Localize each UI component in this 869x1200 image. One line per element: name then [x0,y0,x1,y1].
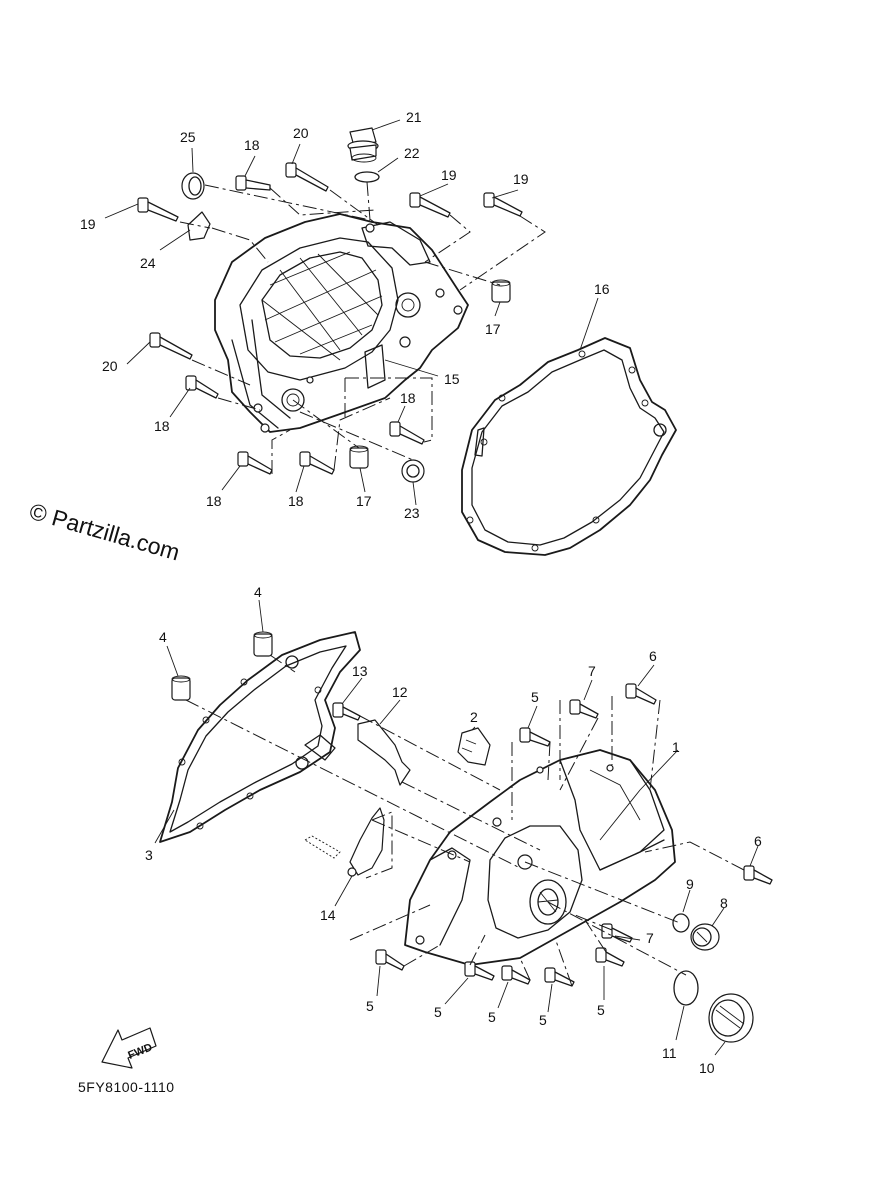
callout-10: 10 [699,1060,715,1076]
bolt-upper-18b [185,375,219,399]
callout-5-bottom-3: 5 [488,1009,496,1025]
callout-19-middle: 19 [441,167,457,183]
callout-1: 1 [672,739,680,755]
callout-5-top: 5 [531,689,539,705]
callout-12: 12 [392,684,408,700]
bolt-14-ghost [304,835,341,859]
callout-2: 2 [470,709,478,725]
bracket-14 [349,807,385,876]
bolt-lower-5d [501,965,531,985]
bolt-upper-18d [237,451,273,475]
callout-19-left: 19 [80,216,96,232]
callout-5-bottom-5: 5 [597,1002,605,1018]
bolt-lower-6a [625,683,657,705]
bracket-14-hole [347,867,357,877]
callout-14: 14 [320,907,336,923]
damper-2 [457,727,491,766]
bolt-lower-5c [464,961,495,981]
crankcase-cover-upper [214,213,469,433]
callout-23: 23 [404,505,420,521]
bolt-lower-5e [544,967,575,987]
callout-18-bottom: 18 [288,493,304,509]
callout-8: 8 [720,895,728,911]
upper-alignment-lines [179,181,546,474]
callout-leader-lines [104,119,759,1056]
bolt-upper-20a [285,162,329,192]
callout-15: 15 [444,371,460,387]
callout-21: 21 [406,109,422,125]
bolt-upper-19b [409,192,451,218]
callout-4-top: 4 [254,584,262,600]
dowel-pin-lower-top [253,631,273,657]
callout-3: 3 [145,847,153,863]
callout-18-top: 18 [244,137,260,153]
diagram-code: 5FY8100-1110 [78,1079,175,1095]
callout-22: 22 [404,145,420,161]
bolt-upper-19a [137,197,179,222]
callout-18-bottom-left: 18 [206,493,222,509]
o-ring-9 [672,913,690,933]
bolt-upper-18c [389,421,425,445]
gasket-upper [461,337,677,556]
bolt-upper-20b [149,332,193,360]
dowel-pin-upper-right [491,279,511,303]
bolt-lower-7b [601,923,633,943]
o-ring-upper [354,171,380,183]
callout-17-bottom: 17 [356,493,372,509]
callout-11: 11 [662,1045,677,1061]
bolt-lower-5a [519,727,551,747]
callout-7-right: 7 [646,930,654,946]
bolt-upper-18e [299,451,335,475]
dowel-pin-upper-bottom [349,445,369,469]
bolt-lower-7a [569,699,599,719]
dowel-pin-lower-left [171,675,191,701]
o-ring-11 [673,970,699,1006]
bolt-upper-19c [483,192,523,217]
callout-labels: 21 22 25 18 20 19 24 19 19 16 17 20 15 1… [80,109,762,1076]
forward-direction-arrow: FWD [101,1027,157,1069]
callout-25: 25 [180,129,196,145]
callout-16: 16 [594,281,610,297]
callout-24: 24 [140,255,156,271]
plug-8 [690,923,720,951]
watermark: © Partzilla.com [27,498,183,566]
oil-seal [181,172,205,200]
bracket-12 [357,719,411,786]
callout-20-top: 20 [293,125,309,141]
bolt-13 [332,702,361,721]
callout-4-left: 4 [159,629,167,645]
callout-6-top: 6 [649,648,657,664]
callout-9: 9 [686,876,694,892]
callout-18-left: 18 [154,418,170,434]
oil-filler-plug [347,127,379,163]
callout-5-bottom-1: 5 [366,998,374,1014]
crankcase-cover-lower [404,749,676,966]
callout-20-left: 20 [102,358,118,374]
callout-17-top: 17 [485,321,501,337]
callout-18-right: 18 [400,390,416,406]
callout-5-bottom-2: 5 [434,1004,442,1020]
callout-5-bottom-4: 5 [539,1012,547,1028]
callout-7-top: 7 [588,663,596,679]
bolt-upper-18a [235,175,271,191]
bolt-lower-5b [375,949,405,971]
bolt-lower-5f [595,947,625,967]
lower-alignment-lines [185,654,745,987]
callout-6-right: 6 [754,833,762,849]
callout-13: 13 [352,663,368,679]
seal-23 [401,459,425,483]
bolt-lower-6b [743,865,773,885]
callout-19-right: 19 [513,171,529,187]
gasket-lower [159,631,361,843]
plug-10 [708,993,754,1043]
